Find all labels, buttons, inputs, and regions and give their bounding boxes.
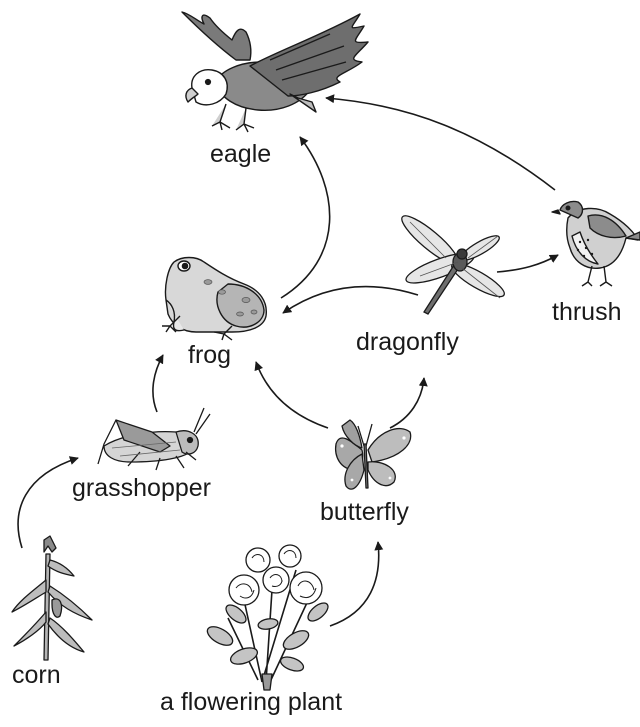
arrow-butterfly-to-frog: [256, 362, 328, 428]
arrow-grasshopper-to-frog: [153, 355, 163, 412]
frog-icon: [162, 258, 266, 341]
frog-label: frog: [188, 343, 231, 368]
eagle-label: eagle: [210, 142, 271, 167]
thrush-label: thrush: [552, 300, 621, 325]
arrow-flowering-plant-to-butterfly: [330, 542, 379, 626]
arrow-dragonfly-to-thrush: [497, 255, 558, 272]
arrow-corn-to-grasshopper: [18, 458, 78, 548]
corn-label: corn: [12, 663, 61, 688]
dragonfly-label: dragonfly: [356, 330, 459, 355]
butterfly-label: butterfly: [320, 500, 409, 525]
flowering-plant-label: a flowering plant: [160, 690, 342, 715]
thrush-icon: [552, 201, 640, 286]
arrow-dragonfly-to-frog: [283, 286, 418, 313]
flowering-plant-icon: [204, 545, 331, 690]
butterfly-icon: [336, 420, 411, 489]
eagle-icon: [182, 12, 368, 132]
arrow-frog-to-eagle: [281, 137, 330, 298]
grasshopper-label: grasshopper: [72, 476, 211, 501]
grasshopper-icon: [98, 408, 210, 470]
dragonfly-icon: [397, 210, 508, 314]
corn-icon: [12, 536, 92, 660]
arrow-butterfly-to-dragonfly: [390, 378, 424, 428]
arrow-thrush-to-eagle: [326, 98, 555, 190]
